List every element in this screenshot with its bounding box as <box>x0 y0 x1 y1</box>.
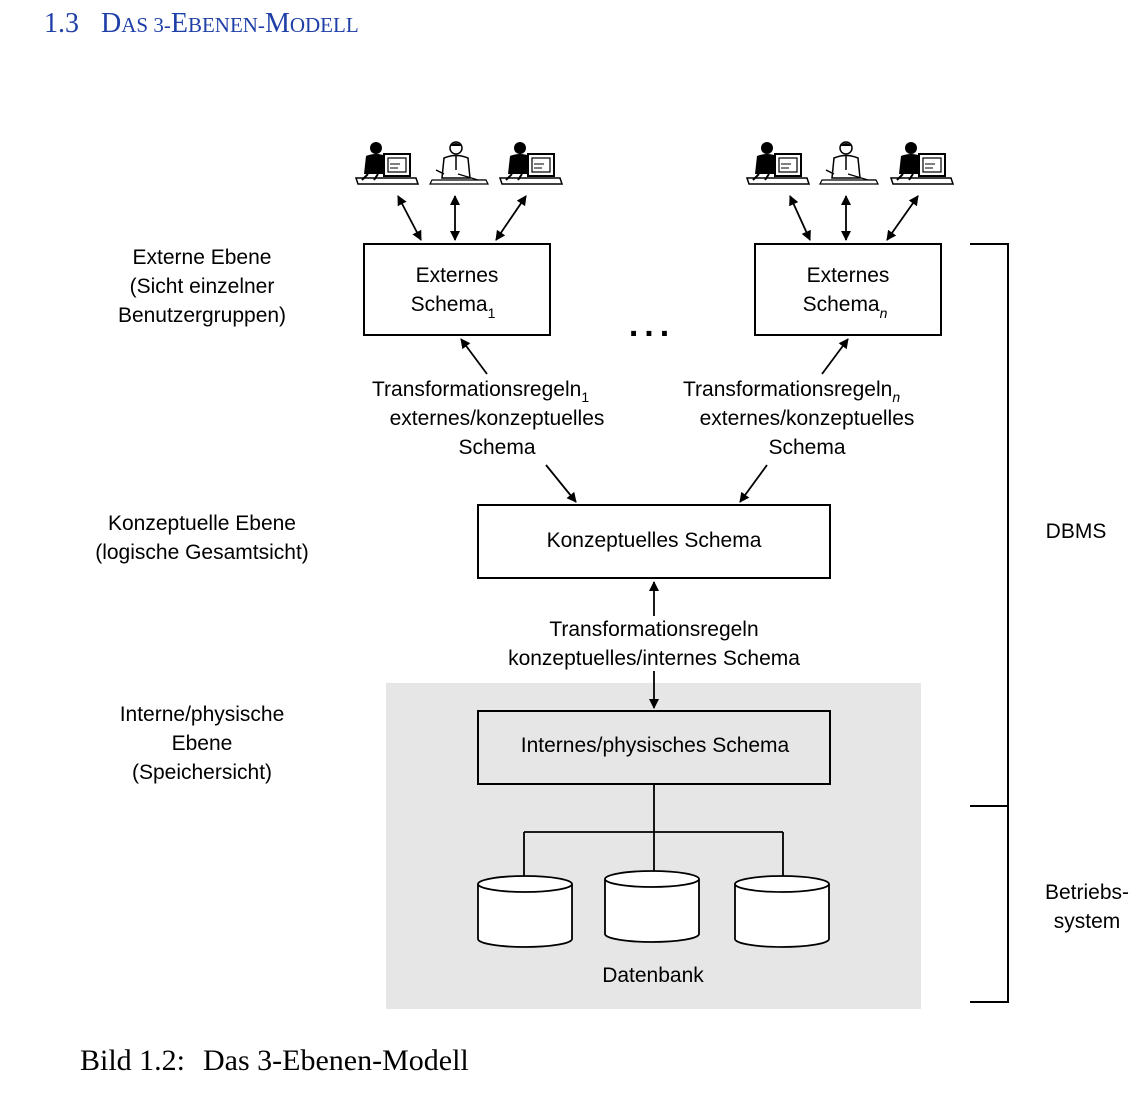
dbms-label: DBMS <box>1046 520 1107 543</box>
external-level-line3: Benutzergruppen) <box>118 304 286 327</box>
conceptual-schema-label: Konzeptuelles Schema <box>547 529 762 552</box>
rules-internal-line1: Transformationsregeln <box>549 618 758 641</box>
section-title: DAS 3-EBENEN-MODELL <box>101 8 359 39</box>
external-schema-1-line1: Externes <box>416 264 499 287</box>
conceptual-schema-box <box>477 504 831 579</box>
rules-1-line1: Transformationsregeln1 <box>372 378 589 405</box>
section-heading: 1.3 DAS 3-EBENEN-MODELL <box>44 8 359 40</box>
person-at-computer-icon <box>746 141 810 185</box>
person-at-computer-icon <box>355 141 419 185</box>
conceptual-level-line2: (logische Gesamtsicht) <box>95 541 309 564</box>
figure-caption: Bild 1.2: Das 3-Ebenen-Modell <box>80 1044 469 1078</box>
user-group-1 <box>355 141 563 185</box>
user-arrows <box>397 195 919 241</box>
database-cylinder-2 <box>604 870 700 943</box>
external-level-line2: (Sicht einzelner <box>130 275 275 298</box>
rules-n-line3: Schema <box>768 436 845 459</box>
external-schema-n-line1: Externes <box>807 264 890 287</box>
rules-n-line2: externes/konzeptuelles <box>700 407 915 430</box>
rules-n-line1: Transformationsregelnn <box>683 378 900 405</box>
rules-n-down-arrow <box>739 464 768 503</box>
person-at-desk-icon <box>819 141 879 185</box>
internal-level-line2: Ebene <box>172 732 233 755</box>
database-label: Datenbank <box>602 964 704 987</box>
section-number: 1.3 <box>44 8 79 39</box>
rules-1-line2: externes/konzeptuelles <box>390 407 605 430</box>
rules-n-up-arrow <box>821 338 849 375</box>
rules-1-up-arrow <box>460 338 488 375</box>
database-cylinder-1 <box>477 875 573 948</box>
external-level-line1: Externe Ebene <box>133 246 272 269</box>
rules-1-line3: Schema <box>458 436 535 459</box>
person-at-computer-icon <box>890 141 954 185</box>
external-schema-1-line2: Schema1 <box>411 293 496 321</box>
external-schema-n-line2: Scheman <box>803 293 888 321</box>
user-group-n <box>746 141 954 185</box>
person-at-computer-icon <box>499 141 563 185</box>
person-at-desk-icon <box>429 141 489 185</box>
database-cylinder-3 <box>734 875 830 948</box>
external-schema-n-box <box>754 243 942 336</box>
right-bracket <box>970 243 1009 1003</box>
rules-internal-line2: konzeptuelles/internes Schema <box>508 647 800 670</box>
internal-schema-label: Internes/physisches Schema <box>521 734 790 757</box>
caption-label: Bild 1.2: <box>80 1044 186 1077</box>
ellipsis: ... <box>629 306 675 344</box>
caption-text: Das 3-Ebenen-Modell <box>203 1044 469 1077</box>
rules-1-down-arrow <box>545 464 577 503</box>
external-schema-1-box <box>363 243 551 336</box>
conceptual-level-line1: Konzeptuelle Ebene <box>108 512 296 535</box>
os-label-line1: Betriebs- <box>1045 881 1129 904</box>
database-connectors <box>523 784 784 877</box>
internal-level-line3: (Speichersicht) <box>132 761 272 784</box>
os-label-line2: system <box>1054 910 1121 933</box>
internal-level-line1: Interne/physische <box>120 703 285 726</box>
